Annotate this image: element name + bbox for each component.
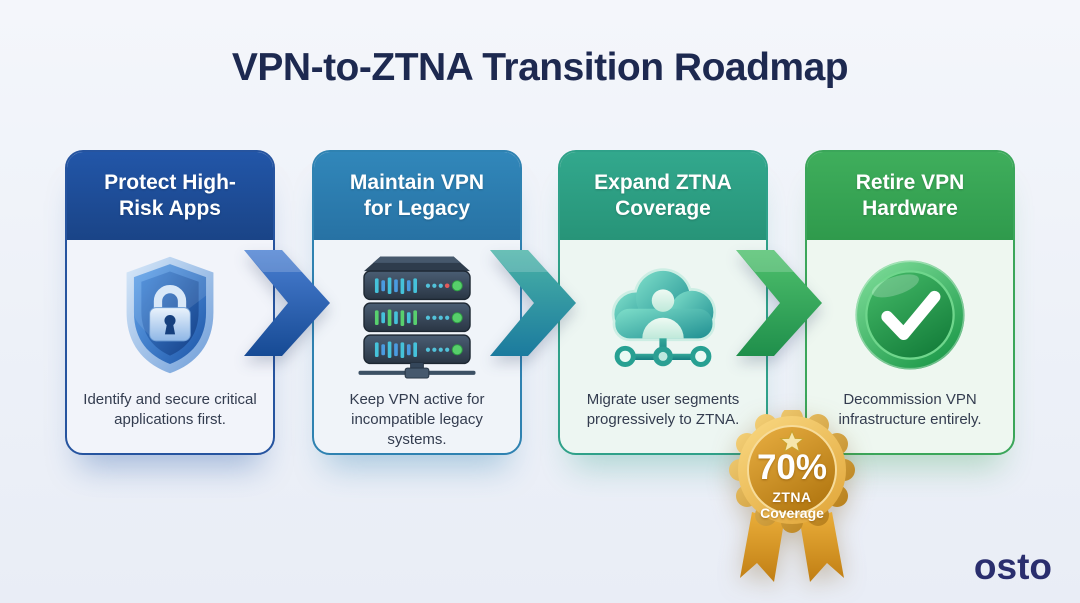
card-header: Retire VPN Hardware xyxy=(807,152,1013,240)
card-title-line1: Protect High- xyxy=(104,170,236,194)
badge-label-line2: Coverage xyxy=(760,505,824,521)
card-title-line2: Coverage xyxy=(615,197,711,220)
check-circle-icon xyxy=(850,250,970,380)
page-title: VPN-to-ZTNA Transition Roadmap xyxy=(231,46,849,89)
card-description: Decommission VPN infrastructure entirely… xyxy=(838,391,982,428)
card-retire-vpn-hardware: Retire VPN Hardware xyxy=(805,150,1015,455)
card-expand-ztna-coverage: Expand ZTNA Coverage xyxy=(558,150,768,455)
star-icon xyxy=(779,429,805,453)
shield-lock-icon xyxy=(114,250,226,380)
card-protect-high-risk-apps: Protect High- Risk Apps xyxy=(65,150,275,455)
card-body: Decommission VPN infrastructure entirely… xyxy=(807,240,1013,430)
card-title-line2: Risk Apps xyxy=(119,197,221,220)
chevron-right-arrow-icon xyxy=(244,250,330,356)
chevron-right-arrow-icon xyxy=(490,250,576,356)
vpn-server-rack-icon xyxy=(356,250,478,380)
badge-value: 70% xyxy=(756,448,828,487)
card-header: Maintain VPN for Legacy xyxy=(314,152,520,240)
card-description: Keep VPN active for incompatible legacy … xyxy=(349,391,485,448)
card-title-line2: Hardware xyxy=(862,197,958,220)
chevron-right-arrow-icon xyxy=(736,250,822,356)
card-maintain-vpn-for-legacy: Maintain VPN for Legacy xyxy=(312,150,522,455)
card-title-line2: for Legacy xyxy=(363,197,471,220)
osto-logo: osto xyxy=(973,546,1052,587)
ztna-coverage-badge: 70% ZTNA Coverage xyxy=(700,410,884,588)
card-body: Identify and secure critical application… xyxy=(67,240,273,430)
card-description: Identify and secure critical application… xyxy=(83,391,257,428)
card-header: Protect High- Risk Apps xyxy=(67,152,273,240)
card-body: Migrate user segments progressively to Z… xyxy=(560,240,766,430)
medal-ribbon-icon xyxy=(729,410,855,582)
card-title-line1: Retire VPN xyxy=(855,170,965,194)
cloud-users-network-icon xyxy=(600,250,726,380)
card-description: Migrate user segments progressively to Z… xyxy=(586,391,740,428)
card-body: Keep VPN active for incompatible legacy … xyxy=(314,240,520,449)
card-header: Expand ZTNA Coverage xyxy=(560,152,766,240)
card-title-line1: Expand ZTNA xyxy=(594,170,732,194)
card-title-line1: Maintain VPN xyxy=(349,170,485,194)
badge-label-line1: ZTNA xyxy=(772,489,812,505)
